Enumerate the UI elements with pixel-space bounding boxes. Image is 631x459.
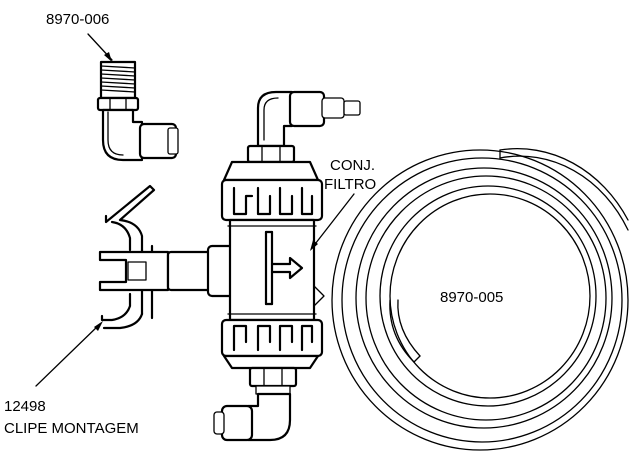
- label-clipe-montagem: CLIPE MONTAGEM: [4, 420, 139, 437]
- tubing-coil-8970-005: [331, 148, 629, 451]
- label-conj: CONJ.: [330, 157, 375, 174]
- leader-8970-006: [87, 33, 113, 62]
- filter-assembly: [213, 90, 361, 442]
- leader-12498: [35, 321, 103, 387]
- label-8970-006: 8970-006: [46, 11, 109, 28]
- elbow-fitting-8970-006: [96, 60, 179, 162]
- label-8970-005: 8970-005: [440, 289, 503, 306]
- label-12498: 12498: [4, 398, 46, 415]
- mounting-clip-12498: [98, 184, 251, 330]
- leader-conj-filtro: [310, 193, 355, 251]
- label-filtro: FILTRO: [324, 176, 376, 193]
